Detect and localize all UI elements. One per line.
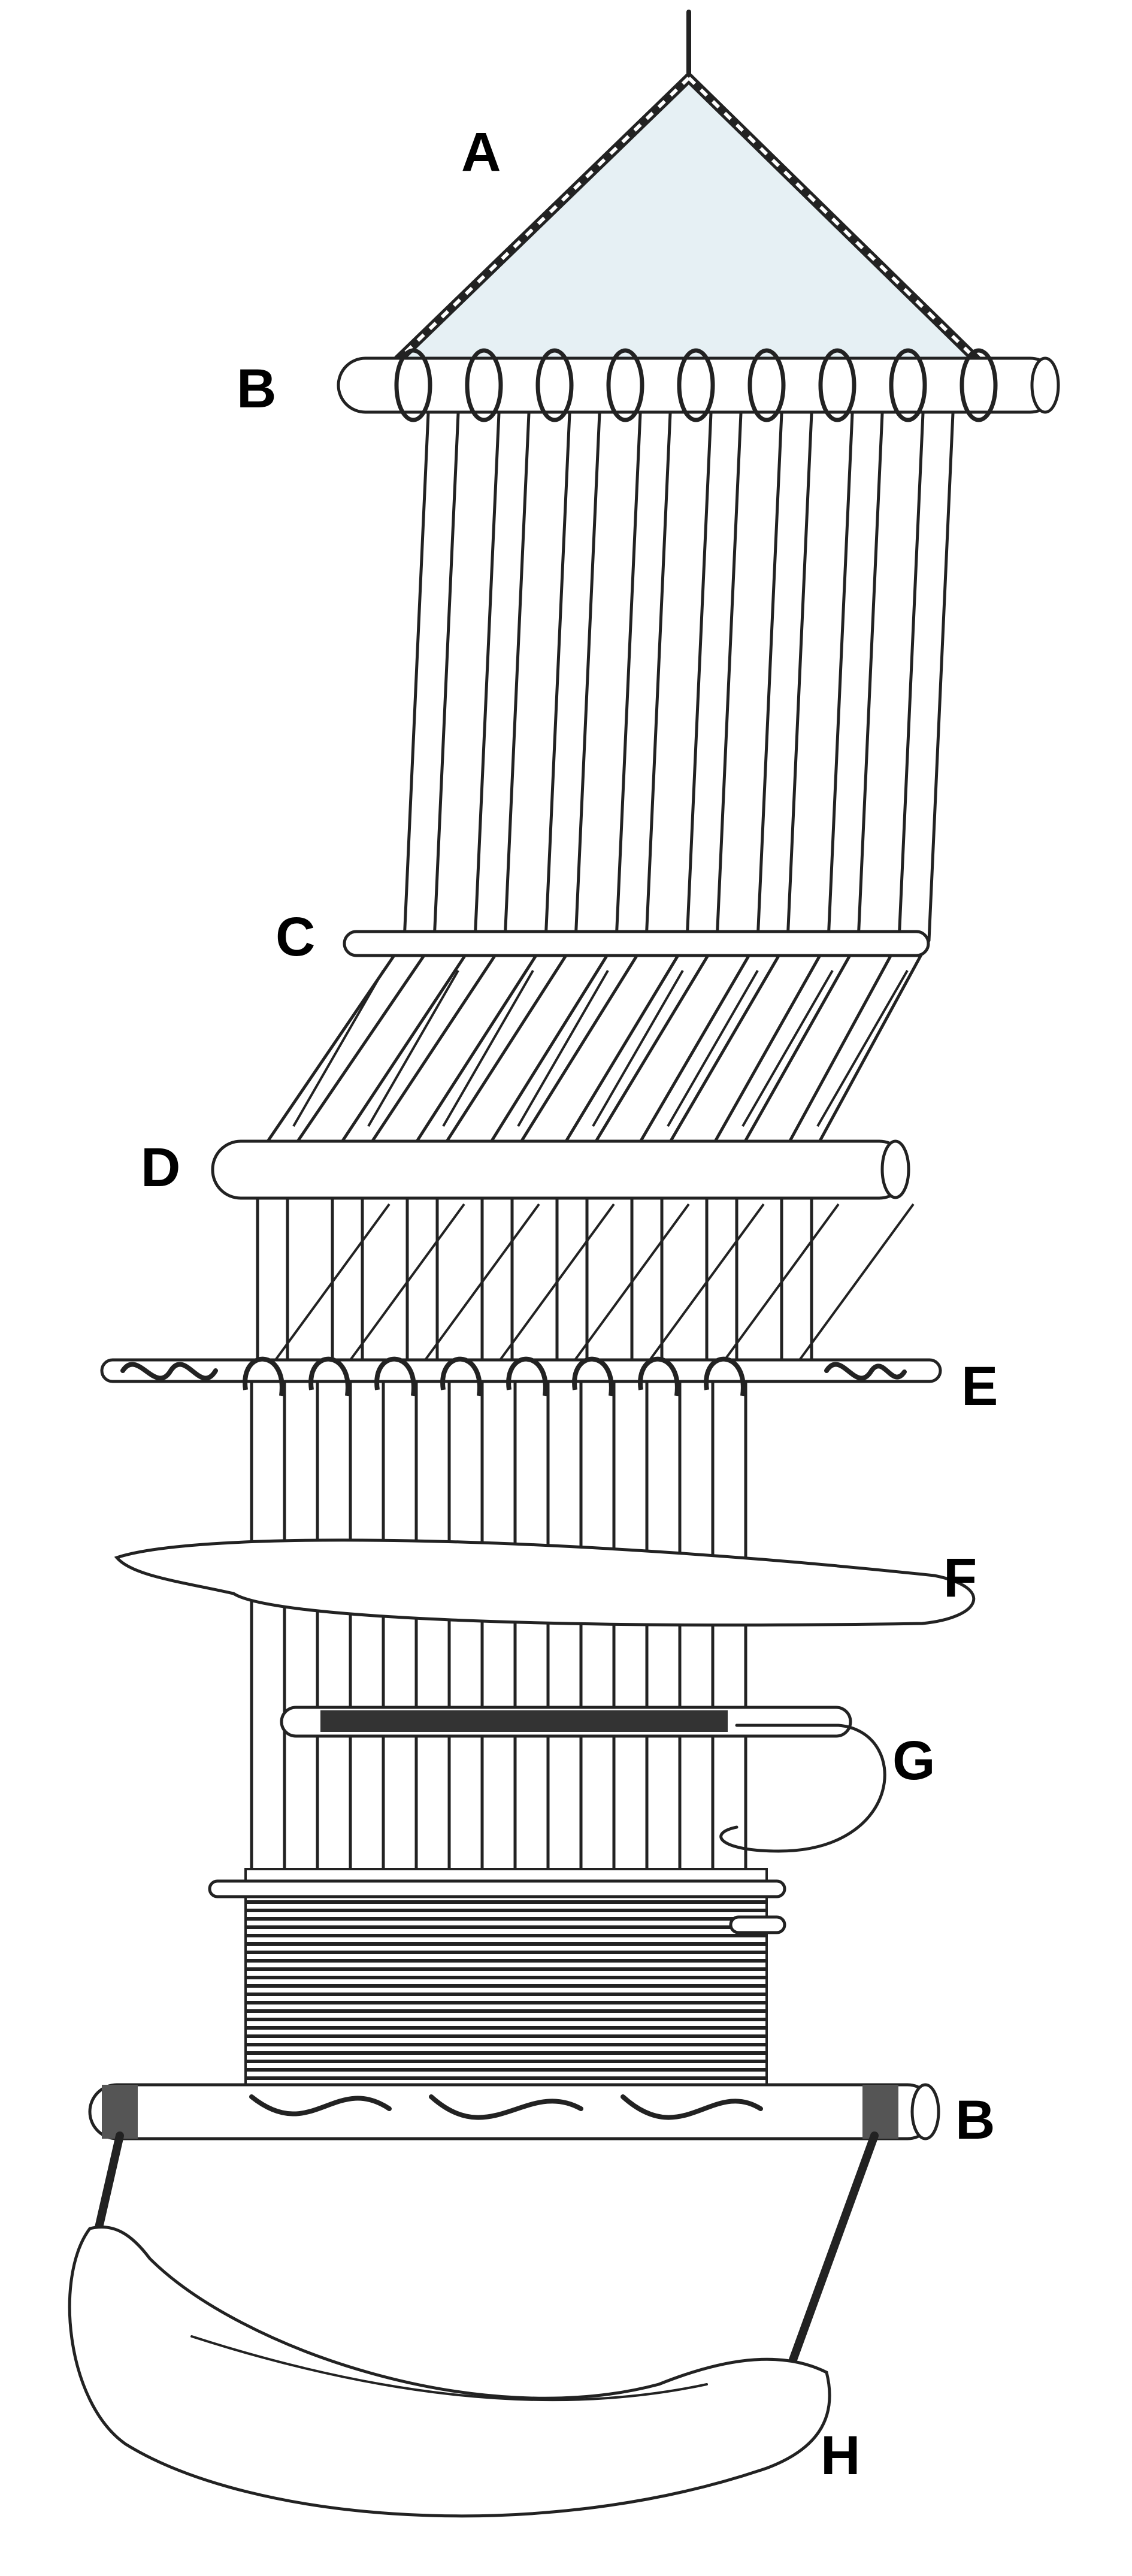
upper-warp-band: [555, 413, 713, 1378]
upper-warp-band-edge: [435, 413, 601, 1378]
upper-warp-bands: [256, 413, 955, 1378]
crossing-line: [499, 1203, 615, 1361]
top-loom-bar: [337, 356, 1060, 414]
upper-warp-band-edge: [361, 413, 531, 1378]
upper-warp-band: [630, 413, 783, 1378]
upper-warp-band-edge: [286, 413, 460, 1378]
crossing-line: [424, 1203, 540, 1361]
crossing-line: [349, 1203, 465, 1361]
upper-warp-band-edge: [810, 413, 955, 1378]
crossing-line: [442, 970, 534, 1127]
crossing-line: [292, 970, 385, 1127]
label-h: H: [821, 2425, 860, 2486]
upper-warp-band-edge: [585, 413, 743, 1378]
lashing-loop: [606, 348, 644, 422]
lashing-loop: [677, 348, 715, 422]
label-c: C: [276, 906, 315, 967]
heddle-loop: [440, 1356, 482, 1396]
crossing-line: [798, 1203, 915, 1361]
lashing-loop: [889, 348, 927, 422]
crossing-line: [274, 1203, 391, 1361]
bottom-loom-bar: [88, 2083, 940, 2140]
upper-warp-band-edge: [660, 413, 813, 1378]
warp-crossings: [274, 970, 915, 1361]
label-g: G: [892, 1730, 936, 1791]
heddle-loops: [243, 1356, 746, 1396]
upper-warp-band-edge: [510, 413, 672, 1378]
lashing-loop: [960, 348, 998, 422]
upper-warp-band: [405, 413, 571, 1378]
heddle-loop: [704, 1356, 746, 1396]
crossing-line: [741, 970, 834, 1127]
crossing-line: [574, 1203, 690, 1361]
upper-warp-band: [780, 413, 925, 1378]
heddle-loop: [572, 1356, 614, 1396]
crossing-line: [517, 970, 609, 1127]
lashing-loop: [394, 348, 432, 422]
heddle-rod-c: [343, 930, 930, 957]
heddle-loop: [506, 1356, 548, 1396]
upper-warp-band: [256, 413, 430, 1378]
upper-warp-band: [705, 413, 854, 1378]
top-bar-lashing-loops: [394, 348, 998, 422]
woven-cloth: [208, 1868, 786, 2086]
crossing-line: [667, 970, 759, 1127]
upper-warp-band-edge: [735, 413, 884, 1378]
shuttle-g: [280, 1706, 886, 1853]
label-e: E: [961, 1356, 998, 1417]
heddle-loop: [374, 1356, 416, 1396]
suspension-cord-a: [394, 10, 981, 364]
batten-f: [114, 1538, 976, 1627]
crossing-line: [592, 970, 684, 1127]
label-b-bottom: B: [955, 2090, 995, 2151]
upper-warp-band: [480, 413, 642, 1378]
label-f: F: [943, 1547, 977, 1609]
label-d: D: [141, 1137, 180, 1198]
crossing-line: [724, 1203, 840, 1361]
lashing-loop: [818, 348, 856, 422]
crossing-line: [649, 1203, 765, 1361]
label-a: A: [461, 122, 501, 183]
heddle-loop: [243, 1356, 284, 1396]
crossing-line: [367, 970, 459, 1127]
lashing-loop: [747, 348, 786, 422]
heddle-loop: [638, 1356, 680, 1396]
label-b-top: B: [237, 358, 276, 419]
crossing-line: [816, 970, 909, 1127]
backstrap-h: [68, 2131, 879, 2518]
shed-rod-d: [211, 1139, 910, 1200]
lashing-loop: [465, 348, 503, 422]
heddle-stick-e: [100, 1358, 942, 1383]
heddle-loop: [308, 1356, 350, 1396]
upper-warp-band: [331, 413, 501, 1378]
lashing-loop: [535, 348, 574, 422]
